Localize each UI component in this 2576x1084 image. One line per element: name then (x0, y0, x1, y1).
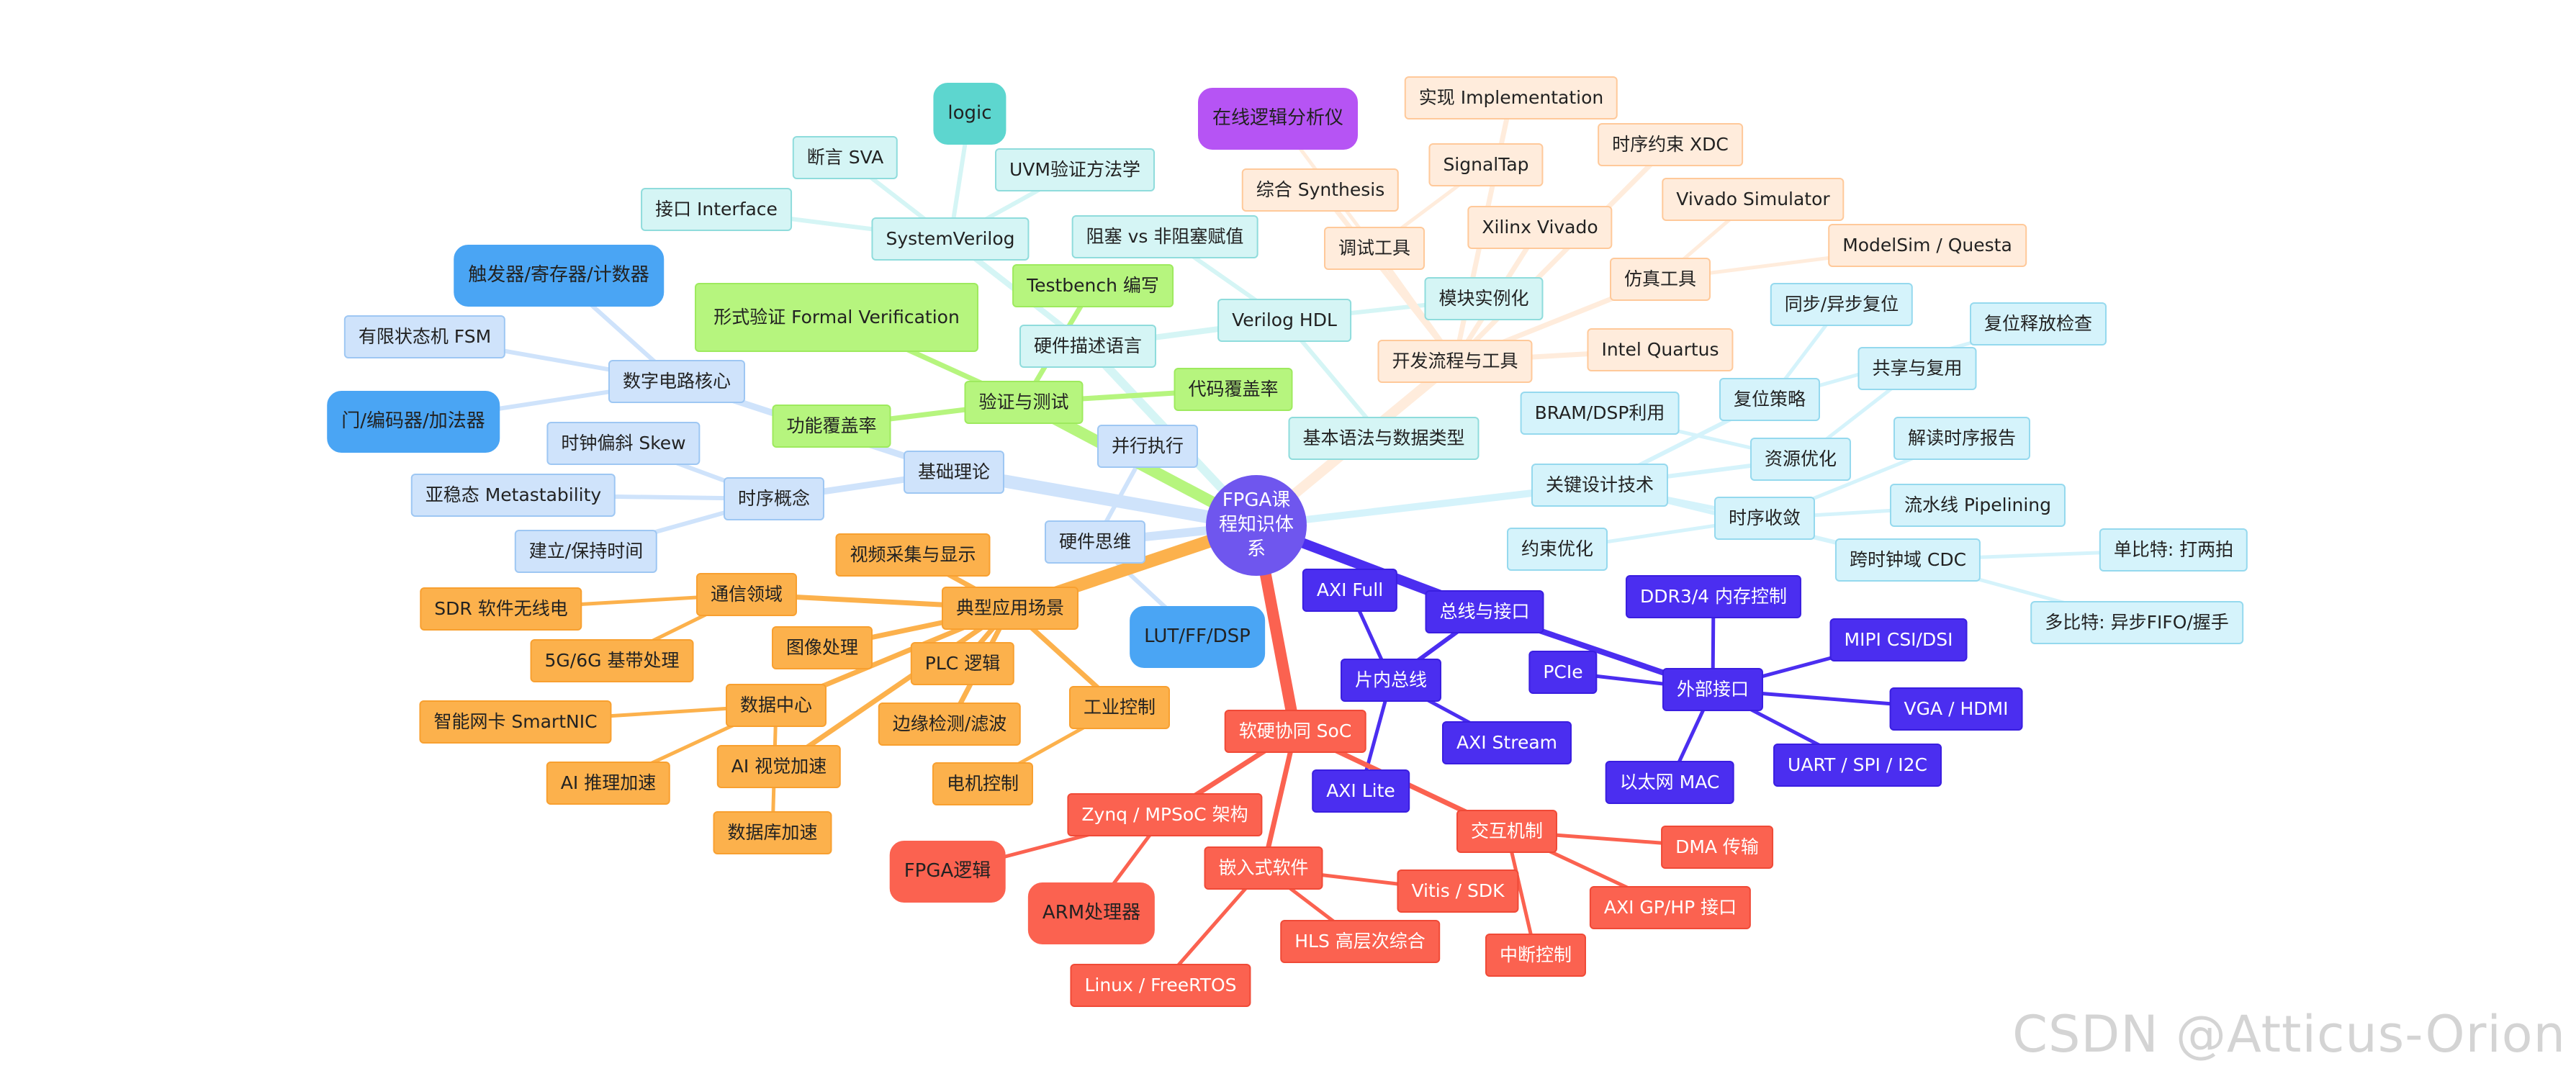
topic-interaction-mechanism: 交互机制 (1456, 810, 1558, 853)
leaf-motor-control: 电机控制 (932, 762, 1034, 805)
leaf-vivado-simulator: Vivado Simulator (1662, 178, 1845, 221)
leaf-gates: 门/编码器/加法器 (327, 391, 500, 453)
leaf-vivado: Xilinx Vivado (1467, 206, 1613, 249)
leaf-vitis-sdk: Vitis / SDK (1397, 870, 1519, 913)
leaf-syntax: 基本语法与数据类型 (1288, 417, 1480, 460)
leaf-5g6g: 5G/6G 基带处理 (530, 639, 694, 682)
leaf-flipflops: 触发器/寄存器/计数器 (454, 245, 664, 307)
leaf-logic: logic (933, 83, 1006, 145)
leaf-signaltap: SignalTap (1428, 143, 1544, 186)
branch-soc: 软硬协同 SoC (1224, 710, 1366, 753)
leaf-parallel: 并行执行 (1096, 425, 1199, 468)
leaf-fsm: 有限状态机 FSM (343, 315, 506, 358)
leaf-fpga-logic: FPGA逻辑 (889, 841, 1006, 903)
leaf-constraint-opt: 约束优化 (1506, 528, 1608, 571)
leaf-lut-ff-dsp: LUT/FF/DSP (1130, 606, 1265, 668)
topic-timing-concepts: 时序概念 (723, 477, 825, 520)
leaf-pipelining: 流水线 Pipelining (1889, 484, 2066, 527)
topic-sim-tools: 仿真工具 (1609, 258, 1711, 301)
leaf-sync-async-reset: 同步/异步复位 (1770, 283, 1914, 326)
leaf-uart-spi-i2c: UART / SPI / I2C (1773, 744, 1942, 787)
branch-basic-theory: 基础理论 (903, 451, 1005, 494)
leaf-bram-dsp: BRAM/DSP利用 (1520, 392, 1680, 435)
leaf-functional-coverage: 功能覆盖率 (772, 405, 891, 448)
leaf-axi-gp-hp: AXI GP/HP 接口 (1589, 886, 1752, 929)
topic-external-interfaces: 外部接口 (1662, 668, 1764, 711)
leaf-axi-full: AXI Full (1302, 569, 1398, 612)
leaf-ila: 在线逻辑分析仪 (1197, 88, 1359, 150)
topic-timing-closure: 时序收敛 (1713, 497, 1816, 540)
leaf-interrupt: 中断控制 (1485, 934, 1587, 977)
leaf-testbench: Testbench 编写 (1012, 264, 1174, 307)
topic-embedded-software: 嵌入式软件 (1204, 846, 1323, 890)
leaf-arm-processor: ARM处理器 (1027, 882, 1156, 944)
leaf-image-processing: 图像处理 (771, 626, 873, 669)
leaf-setup-hold: 建立/保持时间 (514, 530, 658, 573)
topic-resource-optimization: 资源优化 (1749, 438, 1852, 481)
leaf-ai-inference: AI 推理加速 (546, 762, 671, 805)
leaf-sdr: SDR 软件无线电 (420, 587, 582, 631)
leaf-reset-release-check: 复位释放检查 (1969, 302, 2107, 345)
leaf-implementation: 实现 Implementation (1404, 76, 1618, 119)
leaf-vga-hdmi: VGA / HDMI (1889, 687, 2023, 731)
topic-systemverilog: SystemVerilog (871, 217, 1030, 261)
branch-bus-interfaces: 总线与接口 (1425, 590, 1544, 633)
connector-soc-emb (1261, 728, 1298, 871)
leaf-ddr: DDR3/4 内存控制 (1625, 575, 1802, 618)
leaf-clock-skew: 时钟偏斜 Skew (546, 422, 701, 465)
leaf-video: 视频采集与显示 (835, 533, 991, 577)
leaf-pcie: PCIe (1528, 651, 1598, 694)
leaf-sva: 断言 SVA (792, 136, 899, 179)
leaf-axi-lite: AXI Lite (1312, 769, 1410, 813)
topic-digital-circuits: 数字电路核心 (608, 360, 746, 403)
topic-cdc: 跨时钟域 CDC (1834, 538, 1981, 582)
leaf-timing-report: 解读时序报告 (1893, 417, 2031, 460)
branch-dev-flow: 开发流程与工具 (1377, 340, 1533, 383)
leaf-dma: DMA 传输 (1661, 826, 1773, 869)
leaf-plc: PLC 逻辑 (910, 642, 1015, 685)
leaf-blocking: 阻塞 vs 非阻塞赋值 (1071, 215, 1258, 258)
topic-zynq: Zynq / MPSoC 架构 (1067, 793, 1263, 836)
watermark: CSDN @Atticus-Orion (2012, 1005, 2566, 1064)
branch-hardware-thinking: 硬件思维 (1044, 520, 1146, 564)
leaf-instantiation: 模块实例化 (1424, 277, 1544, 320)
connector-app-aiv (776, 605, 1013, 769)
leaf-mipi: MIPI CSI/DSI (1829, 618, 1968, 661)
leaf-hls: HLS 高层次综合 (1280, 920, 1440, 963)
leaf-uvm: UVM验证方法学 (995, 148, 1155, 191)
topic-communications: 通信领域 (695, 573, 798, 616)
leaf-synthesis: 综合 Synthesis (1241, 168, 1400, 212)
leaf-modelsim: ModelSim / Questa (1828, 224, 2027, 267)
branch-key-techniques: 关键设计技术 (1531, 464, 1669, 507)
topic-data-center: 数据中心 (725, 684, 827, 727)
leaf-formal-verification: 形式验证 Formal Verification (695, 283, 978, 352)
leaf-database-accel: 数据库加速 (713, 811, 832, 854)
topic-on-chip-bus: 片内总线 (1340, 659, 1442, 702)
leaf-cdc-single-bit: 单比特: 打两拍 (2099, 528, 2248, 572)
leaf-interface: 接口 Interface (641, 188, 792, 231)
branch-applications: 典型应用场景 (941, 587, 1079, 630)
leaf-cdc-multi-bit: 多比特: 异步FIFO/握手 (2030, 601, 2243, 644)
topic-reset-strategy: 复位策略 (1719, 378, 1821, 421)
leaf-ai-vision: AI 视觉加速 (716, 745, 842, 788)
leaf-xdc: 时序约束 XDC (1598, 123, 1743, 166)
leaf-ethernet-mac: 以太网 MAC (1605, 761, 1734, 804)
leaf-smartnic: 智能网卡 SmartNIC (419, 700, 612, 744)
leaf-axi-stream: AXI Stream (1441, 721, 1572, 764)
leaf-code-coverage: 代码覆盖率 (1174, 368, 1293, 411)
branch-verification: 验证与测试 (964, 381, 1084, 424)
topic-industrial-control: 工业控制 (1068, 686, 1171, 729)
topic-verilog: Verilog HDL (1217, 299, 1351, 342)
branch-hdl: 硬件描述语言 (1019, 325, 1157, 368)
connector-flow-xdc (1452, 142, 1673, 364)
leaf-edge-filter: 边缘检测/滤波 (878, 703, 1022, 746)
leaf-linux-freertos: Linux / FreeRTOS (1070, 964, 1251, 1007)
center-node: FPGA课程知识体系 (1206, 475, 1307, 576)
leaf-quartus: Intel Quartus (1587, 328, 1734, 371)
leaf-sharing: 共享与复用 (1857, 347, 1977, 390)
leaf-metastability: 亚稳态 Metastability (410, 474, 616, 517)
topic-debug-tools: 调试工具 (1323, 227, 1426, 270)
